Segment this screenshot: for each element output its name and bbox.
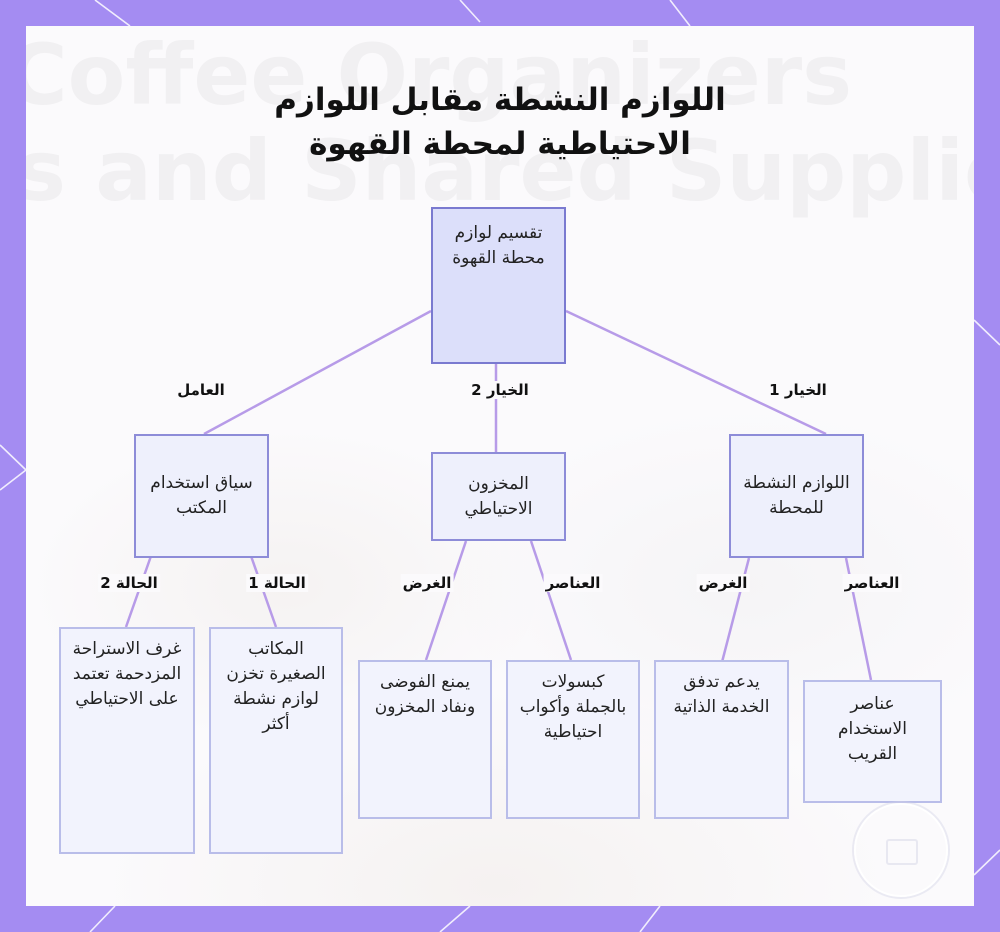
backup-items-label: كبسولات بالجملة وأكواب احتياطية (519, 672, 627, 742)
backup-stock-label: المخزون الاحتياطي (464, 473, 533, 519)
edge-label-purpose-a: الغرض (696, 574, 750, 592)
edge-label-items-a: العناصر (842, 574, 902, 592)
active-items-node: عناصر الاستخدام القريب (803, 680, 942, 803)
active-items-label: عناصر الاستخدام القريب (838, 694, 907, 764)
small-offices-node: المكاتب الصغيرة تخزن لوازم نشطة أكثر (209, 627, 343, 854)
root-node: تقسيم لوازم محطة القهوة (431, 207, 566, 364)
backup-purpose-label: يمنع الفوضى ونفاد المخزون (374, 672, 476, 717)
edge-label-option-2: الخيار 2 (469, 381, 531, 399)
coffee-box-icon (886, 839, 918, 865)
background-text-line-2: s and Shared Supplies (26, 122, 974, 220)
office-context-label: سياق استخدام المكتب (150, 473, 253, 518)
watermark-stamp-icon (854, 803, 948, 897)
busy-breakrooms-node: غرف الاستراحة المزدحمة تعتمد على الاحتيا… (59, 627, 195, 854)
backup-items-node: كبسولات بالجملة وأكواب احتياطية (506, 660, 640, 819)
diagram-card: Coffee Organizers s and Shared Supplies … (26, 26, 974, 906)
busy-breakrooms-label: غرف الاستراحة المزدحمة تعتمد على الاحتيا… (72, 639, 182, 709)
edge-label-case-2: الحالة 2 (98, 574, 160, 592)
edge-label-option-1: الخيار 1 (767, 381, 829, 399)
edge-label-purpose-b: الغرض (400, 574, 454, 592)
active-supplies-node: اللوازم النشطة للمحطة (729, 434, 864, 558)
backup-purpose-node: يمنع الفوضى ونفاد المخزون (358, 660, 492, 819)
active-supplies-label: اللوازم النشطة للمحطة (743, 473, 850, 518)
small-offices-label: المكاتب الصغيرة تخزن لوازم نشطة أكثر (226, 639, 326, 734)
active-purpose-node: يدعم تدفق الخدمة الذاتية (654, 660, 789, 819)
backup-stock-node: المخزون الاحتياطي (431, 452, 566, 541)
diagram-title-line-2: الاحتياطية لمحطة القهوة (309, 126, 691, 162)
diagram-title-line-1: اللوازم النشطة مقابل اللوازم (274, 82, 726, 118)
office-context-node: سياق استخدام المكتب (134, 434, 269, 558)
edge-label-factor: العامل (175, 381, 227, 399)
edge-label-case-1: الحالة 1 (246, 574, 308, 592)
edge-label-items-b: العناصر (543, 574, 603, 592)
root-node-label: تقسيم لوازم محطة القهوة (452, 223, 545, 268)
active-purpose-label: يدعم تدفق الخدمة الذاتية (673, 672, 770, 717)
background-text-line-1: Coffee Organizers (26, 26, 853, 124)
